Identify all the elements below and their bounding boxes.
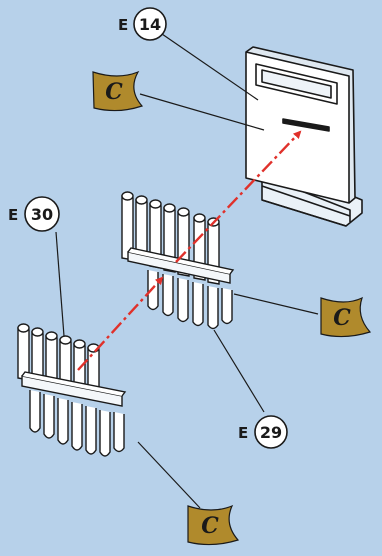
arrow-30-to-29 — [77, 276, 164, 371]
part-29-upper-tubes — [121, 191, 220, 285]
callout-part-14: E 14 — [118, 7, 167, 41]
assembly-arrows — [77, 130, 302, 371]
pennant-flag-icon — [92, 70, 144, 112]
part-30-band — [21, 375, 123, 407]
part-14-bracket — [245, 46, 363, 227]
flag-c-top: C — [92, 70, 144, 112]
flag-c-right: C — [320, 296, 372, 338]
flag-letter: C — [201, 513, 219, 539]
callout-circle — [24, 196, 60, 232]
part-29-pipe-set — [121, 191, 235, 330]
callout-circle — [133, 7, 167, 41]
pennant-flag-icon — [320, 296, 372, 338]
callout-letter: E — [238, 424, 248, 442]
leader-lines — [55, 33, 319, 509]
callout-number: 14 — [139, 15, 161, 34]
callout-letter: E — [8, 206, 18, 224]
callout-number: 29 — [260, 423, 282, 442]
callout-part-30: E 30 — [8, 196, 60, 232]
callout-part-29: E 29 — [238, 415, 288, 449]
callout-letter: E — [118, 16, 128, 34]
pennant-flag-icon — [187, 504, 240, 546]
part-30-lower-rods — [29, 390, 125, 457]
part-29-lower-rods — [147, 270, 233, 330]
part-30-pipe-set — [17, 323, 127, 457]
arrow-29-to-14 — [175, 130, 302, 263]
flag-letter: C — [333, 305, 351, 331]
callout-number: 30 — [31, 205, 53, 224]
flag-c-bottom: C — [187, 504, 240, 546]
flag-letter: C — [105, 79, 123, 105]
callout-circle — [254, 415, 288, 449]
